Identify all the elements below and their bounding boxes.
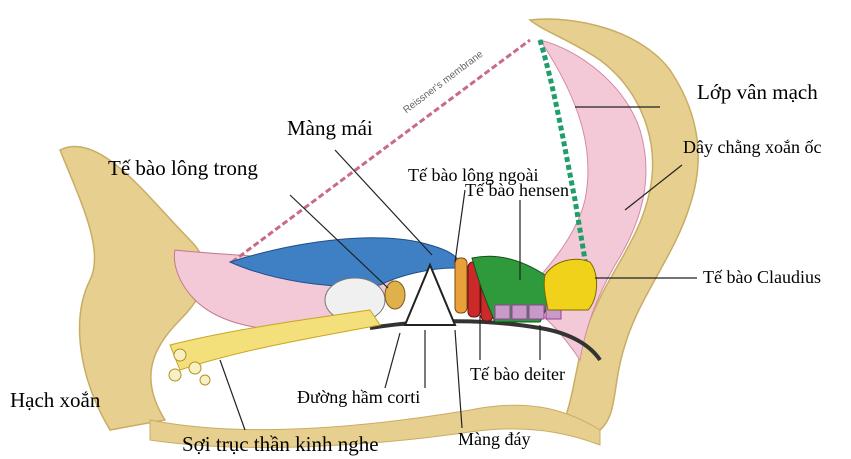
hensen-cells-label: Tế bào hensen: [465, 181, 569, 199]
inner-hair-cells-label: Tế bào lông trong: [108, 158, 258, 179]
spiral-ligament-label: Dây chằng xoắn ốc: [683, 138, 821, 156]
spiral-ganglion-label: Hạch xoắn: [10, 390, 100, 411]
auditory-nerve-fibers-label: Sợi trục thần kinh nghe: [182, 434, 379, 455]
tectorial-membrane-label: Màng mái: [287, 118, 373, 139]
stria-vascularis-label: Lớp vân mạch: [697, 82, 818, 103]
inner-hair-cell: [385, 281, 405, 309]
claudius-cells: [544, 259, 596, 310]
reissner-membrane-line: [232, 40, 530, 262]
basilar-membrane-label: Màng đáy: [458, 430, 530, 448]
claudius-cells-label: Tế bào Claudius: [703, 268, 821, 286]
tunnel-of-corti-label: Đường hầm corti: [297, 388, 420, 406]
deiter-cells-label: Tế bào deiter: [470, 365, 565, 383]
